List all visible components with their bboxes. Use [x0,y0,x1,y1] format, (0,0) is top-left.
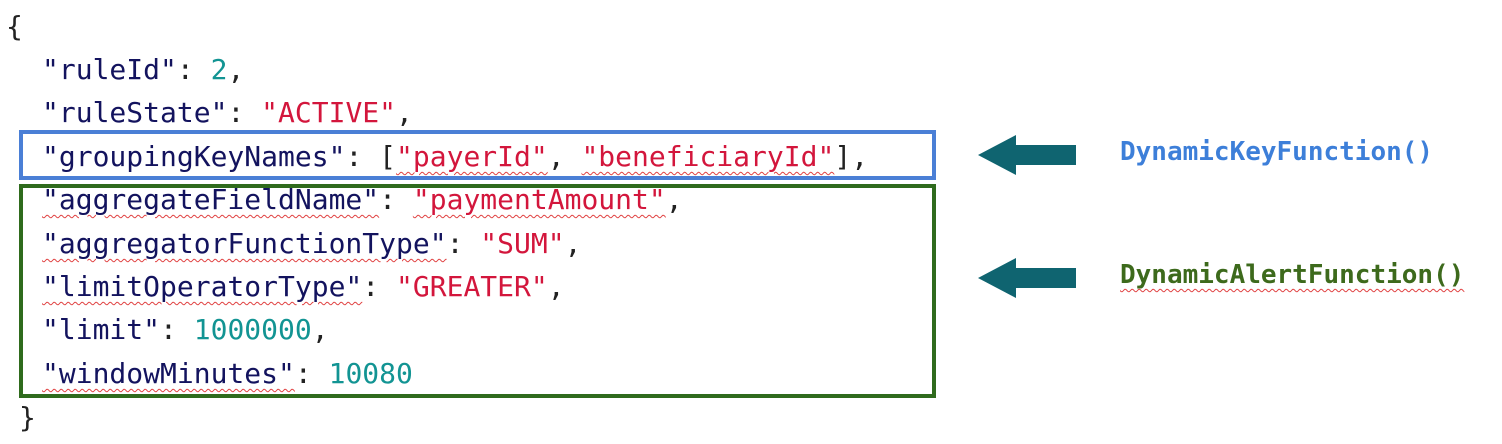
json-string-value: "beneficiaryId" [581,140,835,173]
key-function-highlight-box [19,130,936,180]
json-colon: : [160,313,194,346]
json-bracket-close: ] [834,140,852,173]
json-key: "aggregatorFunctionType" [42,227,447,260]
code-line-limit-operator-type: "limitOperatorType": "GREATER", [42,269,565,305]
json-colon: : [227,96,262,129]
code-line-limit: "limit": 1000000, [42,312,329,348]
json-string-value: "GREATER" [396,270,548,303]
code-line-grouping-key-names: "groupingKeyNames": ["payerId", "benefic… [42,139,868,175]
json-key: "groupingKeyNames" [42,140,346,173]
open-brace: { [6,10,23,43]
dynamic-alert-function-text: DynamicAlertFunction() [1120,260,1465,290]
json-comma: , [547,270,565,303]
json-string-value: "paymentAmount" [412,183,666,216]
code-line-rule-id: "ruleId": 2, [42,52,244,88]
json-number-value: 1000000 [193,313,312,346]
json-colon: : [362,270,397,303]
json-string-value: "payerId" [396,140,548,173]
json-comma: , [311,313,329,346]
json-colon: : [176,53,211,86]
json-comma: , [564,227,582,260]
json-string-value: "SUM" [480,227,565,260]
json-string-value: "ACTIVE" [261,96,397,129]
left-arrow-icon [978,135,1076,175]
json-key: "aggregateFieldName" [42,183,380,216]
json-key: "limitOperatorType" [42,270,363,303]
code-line-window-minutes: "windowMinutes": 10080 [42,356,413,392]
json-colon: : [379,183,413,216]
code-line-rule-state: "ruleState": "ACTIVE", [42,95,413,131]
json-comma: , [396,96,413,129]
json-colon: : [446,227,481,260]
alert-function-highlight-box [19,184,936,398]
json-comma: , [665,183,683,216]
json-key: "windowMinutes" [42,357,295,390]
dynamic-alert-function-label: DynamicAlertFunction() [1120,259,1464,291]
json-comma: , [227,53,245,86]
code-line-aggregator-function-type: "aggregatorFunctionType": "SUM", [42,226,581,262]
json-bracket-open: [ [379,140,397,173]
left-arrow-icon [978,258,1076,298]
json-number-value: 2 [210,53,228,86]
code-line-aggregate-field-name: "aggregateFieldName": "paymentAmount", [42,182,683,218]
json-key: "ruleId" [42,53,177,86]
dynamic-key-function-label: DynamicKeyFunction() [1120,137,1434,167]
json-comma: , [851,140,869,173]
json-colon: : [294,357,329,390]
json-separator: , [547,140,582,173]
json-colon: : [345,140,380,173]
json-key: "ruleState" [42,96,228,129]
json-number-value: 10080 [328,357,413,390]
close-brace: } [19,401,36,434]
json-key: "limit" [42,313,161,346]
